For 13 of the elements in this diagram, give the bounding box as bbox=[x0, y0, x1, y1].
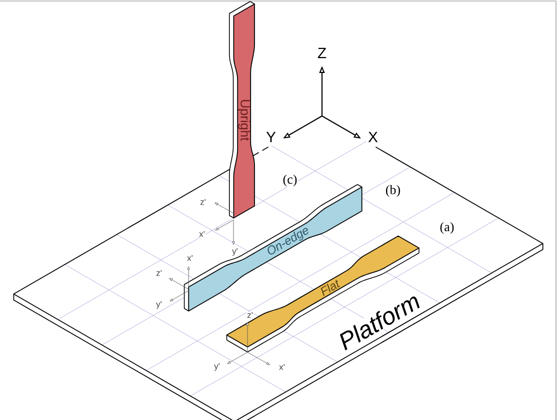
axis-label: Z bbox=[316, 47, 328, 59]
axis-label: x' bbox=[186, 254, 194, 262]
dogbone-specimen: Upright bbox=[228, 1, 255, 218]
axis-label: Y bbox=[265, 131, 277, 143]
specimen-caption: (a) bbox=[439, 222, 455, 234]
axis-label: X bbox=[367, 131, 379, 143]
specimen-caption: (b) bbox=[384, 184, 402, 198]
axis-label: z' bbox=[246, 311, 254, 319]
specimen-caption: (c) bbox=[282, 174, 298, 187]
axis-label: x' bbox=[278, 363, 286, 371]
axis-label: z' bbox=[199, 198, 207, 206]
axis-label: x' bbox=[198, 230, 206, 238]
axis-label: z' bbox=[155, 269, 163, 277]
